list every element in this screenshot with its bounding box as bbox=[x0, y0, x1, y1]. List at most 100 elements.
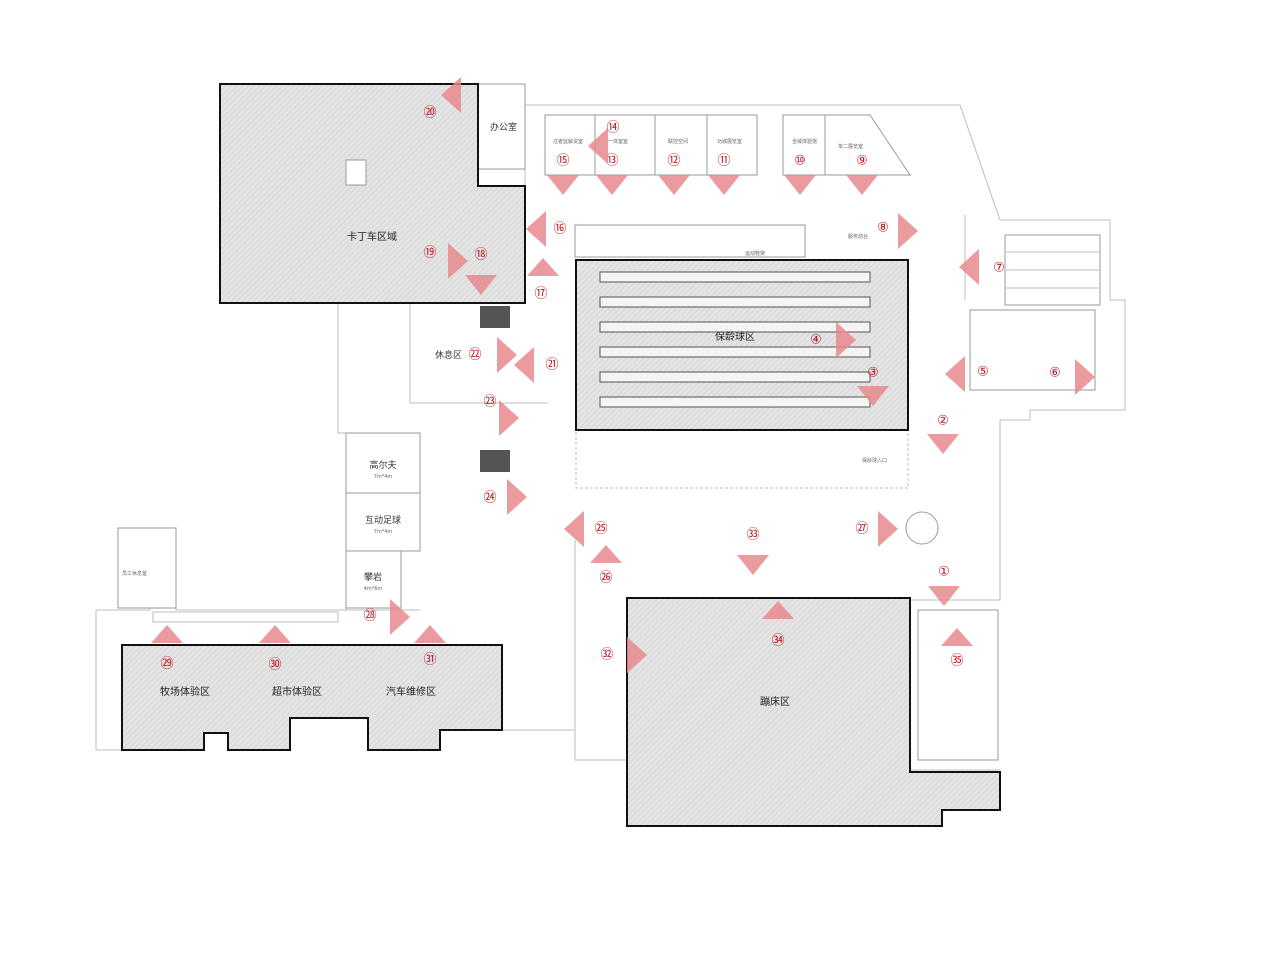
room10-label: 全域体验馆 bbox=[792, 138, 817, 145]
direction-arrow-icon bbox=[527, 258, 559, 276]
direction-arrow-icon bbox=[588, 128, 608, 164]
room12-label: 联控空间 bbox=[668, 138, 688, 145]
marker-number: ㉒ bbox=[468, 348, 481, 363]
marker-number: ㉟ bbox=[950, 654, 963, 669]
viewpoint-marker-5[interactable]: ⑤ bbox=[945, 356, 989, 392]
car-repair-zone-label: 汽车维修区 bbox=[386, 685, 436, 698]
viewpoint-marker-11[interactable]: ⑪ bbox=[708, 154, 740, 196]
direction-arrow-icon bbox=[590, 545, 622, 563]
direction-arrow-icon bbox=[627, 637, 647, 673]
marker-number: ⑱ bbox=[474, 248, 487, 263]
bowling-zone: 保龄球区 bbox=[575, 259, 909, 431]
marker-number: ㉑ bbox=[545, 358, 558, 373]
direction-arrow-icon bbox=[441, 77, 461, 113]
viewpoint-marker-16[interactable]: ⑯ bbox=[526, 211, 567, 247]
bowling-lane bbox=[599, 346, 871, 358]
direction-arrow-icon bbox=[708, 175, 740, 195]
viewpoint-marker-17[interactable]: ⑰ bbox=[527, 258, 559, 302]
viewpoint-marker-20[interactable]: ⑳ bbox=[423, 77, 461, 121]
marker-number: ㉙ bbox=[160, 657, 173, 672]
golf-size: 7m*4m bbox=[374, 474, 393, 480]
marker-number: ㉛ bbox=[423, 653, 436, 668]
viewpoint-marker-31[interactable]: ㉛ bbox=[414, 625, 446, 668]
viewpoint-marker-7[interactable]: ⑦ bbox=[959, 249, 1005, 285]
bowling-zone-label: 保龄球区 bbox=[715, 330, 755, 343]
viewpoint-marker-14[interactable]: ⑭ bbox=[588, 121, 620, 165]
direction-arrow-icon bbox=[514, 347, 534, 383]
direction-arrow-icon bbox=[898, 213, 918, 249]
viewpoint-marker-33[interactable]: ㉝ bbox=[737, 528, 769, 576]
viewpoint-marker-19[interactable]: ⑲ bbox=[423, 243, 468, 279]
direction-arrow-icon bbox=[737, 555, 769, 575]
viewpoint-marker-18[interactable]: ⑱ bbox=[465, 248, 497, 296]
staff-label: 员工休息室 bbox=[122, 570, 147, 577]
marker-number: ④ bbox=[810, 333, 822, 348]
viewpoint-marker-8[interactable]: ⑧ bbox=[877, 213, 918, 249]
viewpoint-marker-23[interactable]: ㉓ bbox=[483, 395, 519, 437]
marker-number: ㉖ bbox=[599, 571, 612, 586]
viewpoint-marker-24[interactable]: ㉔ bbox=[483, 479, 527, 515]
marker-number: ⑫ bbox=[667, 154, 680, 169]
marker-number: ⑮ bbox=[556, 154, 569, 169]
direction-arrow-icon bbox=[928, 586, 960, 606]
office-label: 办公室 bbox=[490, 121, 517, 133]
direction-arrow-icon bbox=[596, 175, 628, 195]
viewpoint-marker-29[interactable]: ㉙ bbox=[151, 625, 183, 672]
marker-number: ⑨ bbox=[856, 154, 868, 169]
direction-arrow-icon bbox=[151, 625, 183, 643]
viewpoint-marker-2[interactable]: ② bbox=[927, 414, 959, 455]
marker-number: ㉕ bbox=[594, 522, 607, 537]
viewpoint-marker-10[interactable]: ⑩ bbox=[784, 154, 816, 196]
marker-number: ⑰ bbox=[534, 287, 547, 302]
football-label: 互动足球 bbox=[365, 514, 401, 526]
bowling-lane bbox=[599, 396, 871, 408]
viewpoint-marker-32[interactable]: ㉜ bbox=[600, 637, 647, 673]
experience-zones: 牧场体验区 超市体验区 汽车维修区 bbox=[121, 644, 503, 751]
viewpoint-marker-25[interactable]: ㉕ bbox=[564, 511, 608, 547]
direction-arrow-icon bbox=[846, 175, 878, 195]
marker-number: ② bbox=[937, 414, 949, 429]
direction-arrow-icon bbox=[259, 625, 291, 643]
direction-arrow-icon bbox=[658, 175, 690, 195]
room11-label: 功城展览室 bbox=[717, 138, 742, 145]
trampoline-zone-label: 蹦床区 bbox=[760, 695, 790, 708]
marker-number: ⑩ bbox=[794, 154, 806, 169]
viewpoint-marker-3[interactable]: ③ bbox=[857, 366, 889, 407]
direction-arrow-icon bbox=[526, 211, 546, 247]
direction-arrow-icon bbox=[762, 601, 794, 619]
kart-zone-label: 卡丁车区域 bbox=[347, 230, 397, 243]
marker-number: ⑯ bbox=[553, 222, 566, 237]
viewpoint-marker-26[interactable]: ㉖ bbox=[590, 545, 622, 586]
viewpoint-marker-12[interactable]: ⑫ bbox=[658, 154, 690, 196]
viewpoint-marker-34[interactable]: ㉞ bbox=[762, 601, 794, 649]
viewpoint-marker-13[interactable]: ⑬ bbox=[596, 154, 628, 196]
direction-arrow-icon bbox=[959, 249, 979, 285]
viewpoint-marker-21[interactable]: ㉑ bbox=[514, 347, 559, 383]
bowling-lane bbox=[599, 371, 871, 383]
viewpoint-marker-35[interactable]: ㉟ bbox=[941, 628, 973, 669]
viewpoint-marker-27[interactable]: ㉗ bbox=[855, 511, 898, 547]
marker-number: ㉗ bbox=[855, 522, 868, 537]
direction-arrow-icon bbox=[784, 175, 816, 195]
viewpoint-marker-1[interactable]: ① bbox=[928, 565, 960, 607]
viewpoint-marker-22[interactable]: ㉒ bbox=[468, 337, 517, 373]
viewpoint-marker-28[interactable]: ㉘ bbox=[363, 599, 410, 635]
bowling-entry-label: 保龄球入口 bbox=[862, 457, 887, 464]
viewpoint-marker-4[interactable]: ④ bbox=[810, 322, 856, 358]
viewpoint-marker-15[interactable]: ⑮ bbox=[547, 154, 579, 196]
viewpoint-marker-30[interactable]: ㉚ bbox=[259, 625, 291, 673]
top-rooms: 办公室 过者监解说室 一体室室 联控空间 功城展览室 全域体验馆 单二展览室 运… bbox=[477, 83, 1101, 391]
marker-number: ① bbox=[938, 565, 950, 580]
marker-number: ㉔ bbox=[483, 491, 496, 506]
room9-label: 单二展览室 bbox=[838, 143, 863, 150]
viewpoint-marker-9[interactable]: ⑨ bbox=[846, 154, 878, 196]
direction-arrow-icon bbox=[507, 479, 527, 515]
marker-number: ⑳ bbox=[423, 106, 436, 121]
marker-number: ③ bbox=[867, 366, 879, 381]
marker-number: ⑧ bbox=[877, 221, 889, 236]
shoe-label: 运动鞋架 bbox=[745, 250, 765, 257]
viewpoint-marker-6[interactable]: ⑥ bbox=[1049, 359, 1095, 395]
climb-label: 攀岩 bbox=[364, 571, 382, 583]
bowling-lane bbox=[599, 296, 871, 308]
